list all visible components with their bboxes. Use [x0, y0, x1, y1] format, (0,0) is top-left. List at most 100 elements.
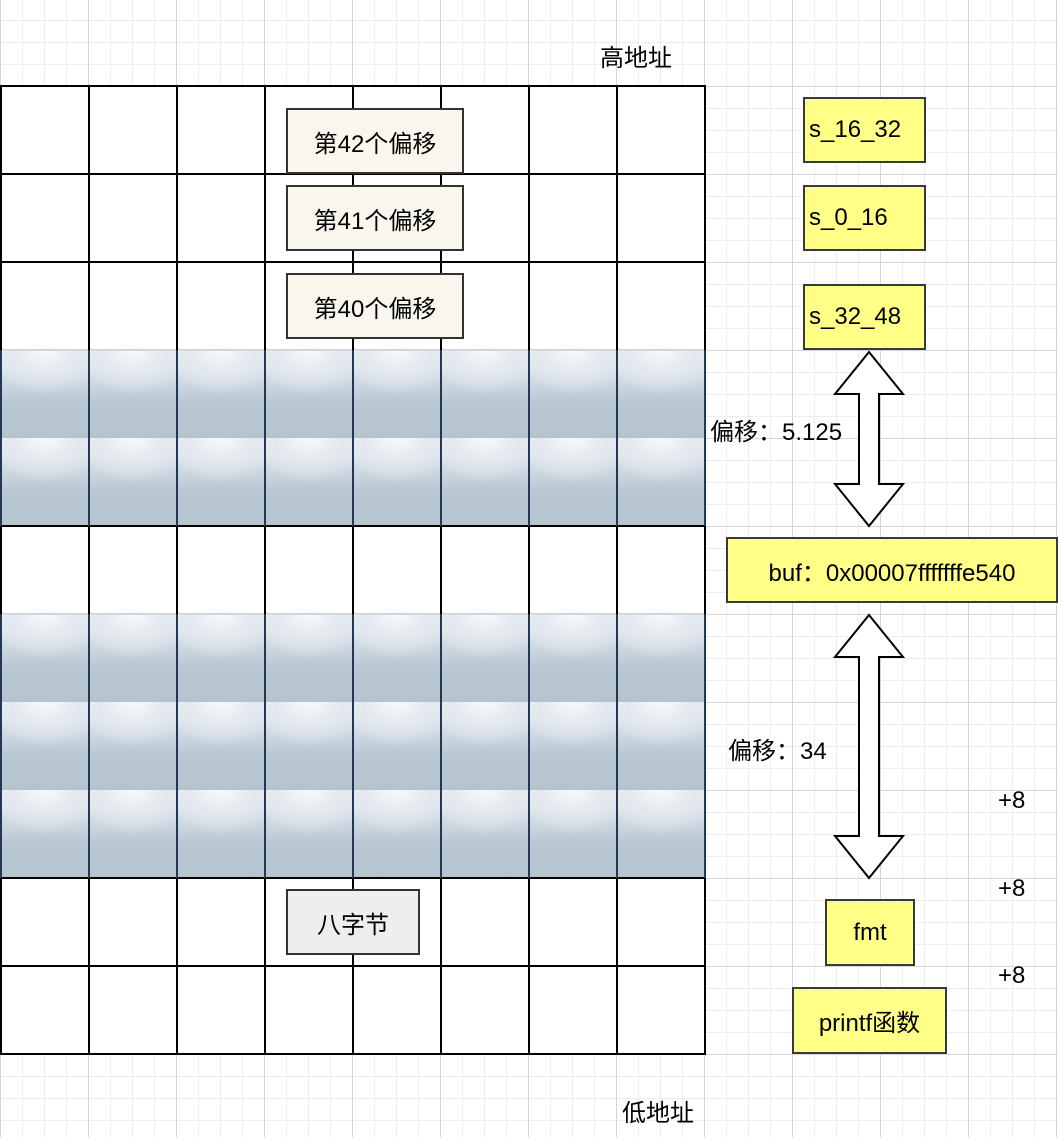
stack-cell-shaded [617, 702, 705, 790]
stack-cell [1, 262, 89, 350]
grid-line-vertical [704, 86, 706, 174]
stack-cell-shaded [441, 790, 529, 878]
stack-cell-shaded [89, 614, 177, 702]
stack-cell-shaded [353, 614, 441, 702]
stack-cell-shaded [529, 350, 617, 438]
grid-line-vertical [352, 438, 354, 526]
s-16-32-box: s_16_32 [803, 97, 926, 163]
grid-line-vertical [176, 614, 178, 702]
printf-function-box: printf函数 [792, 987, 947, 1054]
s-32-48-box: s_32_48 [803, 284, 926, 350]
grid-line-vertical [176, 878, 178, 966]
stack-cell [617, 526, 705, 614]
stack-cell-shaded [265, 438, 353, 526]
stack-cell-shaded [529, 438, 617, 526]
grid-line-vertical [704, 614, 706, 702]
stack-cell [353, 966, 441, 1054]
grid-line-vertical [704, 262, 706, 350]
grid-line-vertical [176, 438, 178, 526]
grid-line-vertical [616, 614, 618, 702]
grid-line-vertical [528, 262, 530, 350]
plus-8-label-1: +8 [998, 787, 1026, 814]
low-address-label: 低地址 [622, 1100, 694, 1127]
grid-line-vertical [440, 350, 442, 438]
grid-line-vertical [176, 86, 178, 174]
grid-line-vertical [528, 702, 530, 790]
stack-cell-shaded [441, 614, 529, 702]
grid-line-vertical [352, 350, 354, 438]
stack-cell-shaded [265, 702, 353, 790]
grid-line-vertical [88, 86, 90, 174]
stack-cell [529, 174, 617, 262]
stack-cell [1, 878, 89, 966]
grid-line-vertical [704, 438, 706, 526]
stack-cell [529, 878, 617, 966]
grid-line-vertical [616, 526, 618, 614]
stack-cell [89, 526, 177, 614]
stack-cell-shaded [177, 614, 265, 702]
stack-cell-shaded [1, 350, 89, 438]
grid-line-vertical [352, 790, 354, 878]
grid-line-vertical [88, 350, 90, 438]
grid-line-vertical [704, 350, 706, 438]
grid-line-vertical [528, 790, 530, 878]
grid-line-vertical [440, 526, 442, 614]
grid-line-vertical [0, 878, 2, 966]
offset-41-box: 第41个偏移 [286, 185, 464, 251]
double-arrow-upper-icon [832, 350, 906, 528]
stack-cell-shaded [1, 614, 89, 702]
offset-42-box: 第42个偏移 [286, 108, 464, 174]
grid-line-vertical [88, 262, 90, 350]
grid-line-vertical [616, 262, 618, 350]
grid-line-vertical [264, 262, 266, 350]
grid-line-vertical [528, 350, 530, 438]
grid-line-vertical [616, 878, 618, 966]
stack-cell-shaded [177, 438, 265, 526]
stack-cell [89, 878, 177, 966]
stack-cell-shaded [353, 702, 441, 790]
eight-bytes-box: 八字节 [286, 889, 420, 955]
grid-line-vertical [352, 614, 354, 702]
stack-cell-shaded [89, 350, 177, 438]
plus-8-label-3: +8 [998, 962, 1026, 989]
offset-40-box: 第40个偏移 [286, 273, 464, 339]
stack-cell [617, 878, 705, 966]
double-arrow-lower-icon [832, 613, 906, 880]
grid-line-vertical [440, 702, 442, 790]
stack-cell-shaded [441, 438, 529, 526]
stack-cell [177, 526, 265, 614]
stack-cell [529, 262, 617, 350]
stack-cell [617, 966, 705, 1054]
grid-line-vertical [88, 702, 90, 790]
grid-line-vertical [616, 174, 618, 262]
grid-line-vertical [704, 174, 706, 262]
grid-line-vertical [88, 878, 90, 966]
stack-cell [265, 966, 353, 1054]
stack-cell [529, 526, 617, 614]
offset-upper-label: 偏移：5.125 [710, 419, 843, 446]
stack-cell-shaded [617, 790, 705, 878]
stack-cell [353, 526, 441, 614]
grid-line-vertical [88, 614, 90, 702]
stack-cell-shaded [617, 614, 705, 702]
stack-cell-shaded [177, 350, 265, 438]
grid-line-vertical [176, 702, 178, 790]
stack-cell [617, 86, 705, 174]
stack-cell [177, 878, 265, 966]
grid-line-vertical [704, 790, 706, 878]
grid-line-vertical [264, 350, 266, 438]
grid-line-vertical [440, 966, 442, 1054]
grid-line-vertical [176, 526, 178, 614]
stack-cell-shaded [177, 790, 265, 878]
stack-cell [89, 966, 177, 1054]
stack-cell [177, 86, 265, 174]
grid-line-vertical [88, 526, 90, 614]
stack-cell-shaded [1, 790, 89, 878]
grid-line-vertical [264, 438, 266, 526]
grid-line-vertical [88, 966, 90, 1054]
stack-cell [265, 526, 353, 614]
grid-line-vertical [528, 86, 530, 174]
grid-line-vertical [0, 174, 2, 262]
stack-cell-shaded [265, 614, 353, 702]
